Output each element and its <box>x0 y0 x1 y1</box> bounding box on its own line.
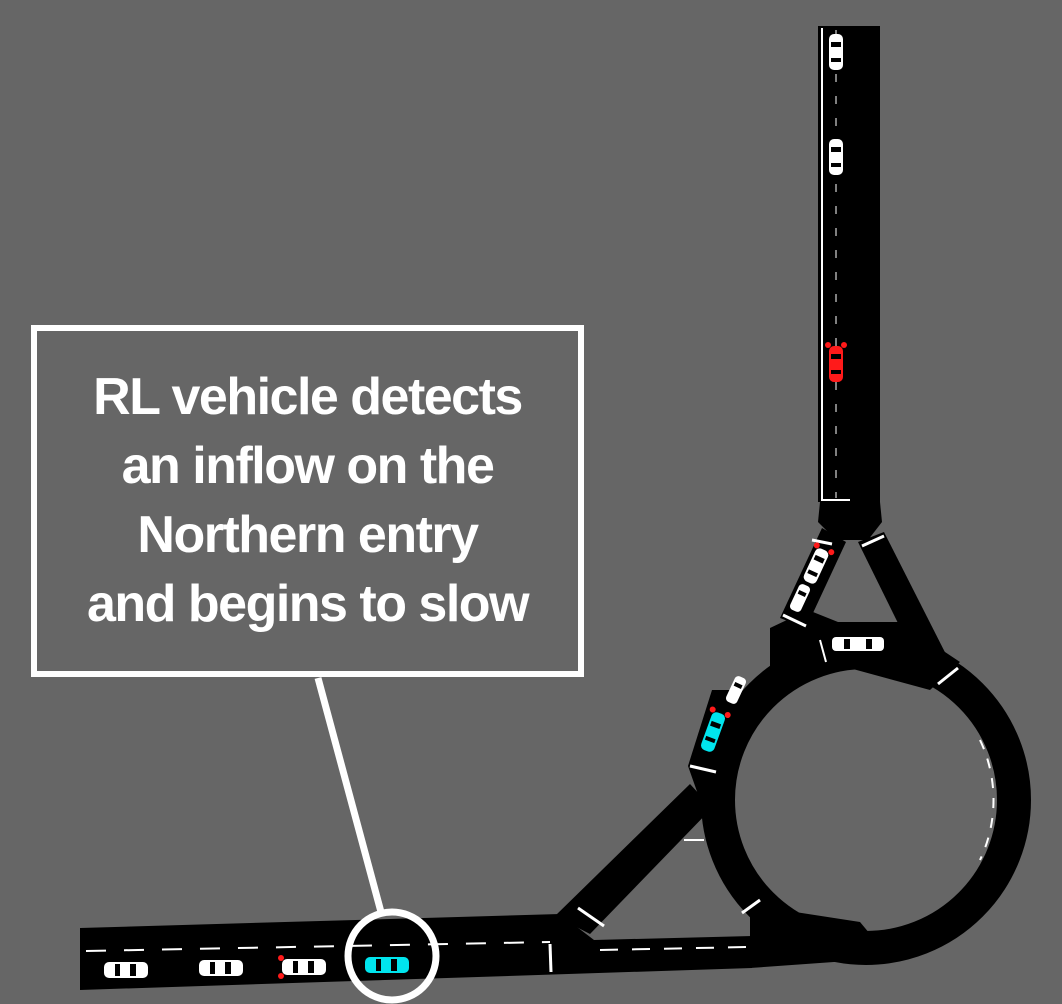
western-entry-road <box>80 914 752 990</box>
lane-markings <box>85 28 995 973</box>
annotation-callout-box: RL vehicle detects an inflow on the Nort… <box>31 325 584 677</box>
braking-vehicle <box>803 542 835 584</box>
human-vehicle <box>829 34 843 70</box>
northern-entry-road <box>818 26 880 502</box>
braking-vehicle <box>278 955 326 979</box>
callout-pointer <box>314 677 385 913</box>
diagonal-connector <box>555 784 712 934</box>
vehicles-layer <box>104 34 884 979</box>
south-merge-block <box>750 905 890 968</box>
rl-vehicle <box>365 957 409 973</box>
rl-vehicle <box>700 706 731 752</box>
callout-text: RL vehicle detects an inflow on the Nort… <box>86 368 530 633</box>
human-vehicle <box>725 676 747 704</box>
northern-fork-junction <box>818 502 882 540</box>
human-vehicle <box>104 962 148 978</box>
human-vehicle <box>199 960 243 976</box>
human-vehicle <box>789 584 811 612</box>
human-vehicle <box>829 139 843 175</box>
rl-vehicle-highlight-circle <box>344 908 440 1004</box>
human-vehicle <box>832 637 884 651</box>
roundabout-ring <box>701 635 1031 965</box>
braking-vehicle <box>825 342 847 382</box>
